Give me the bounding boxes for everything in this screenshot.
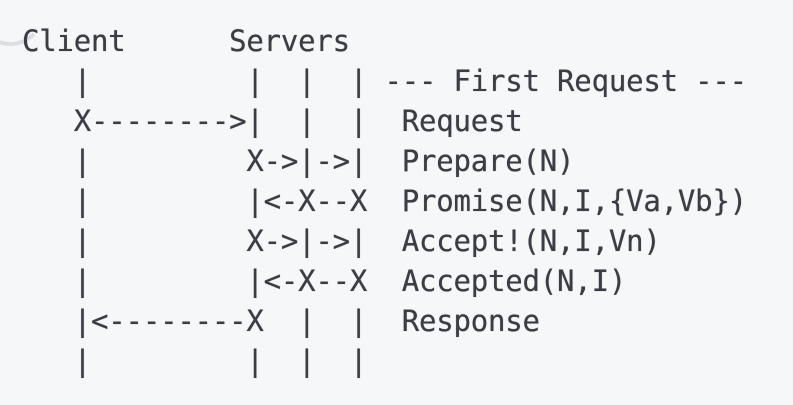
ascii-sequence-diagram: Client Servers | | | | --- First Request… (22, 21, 747, 381)
diagram-row-accepted: | |<-X--X Accepted(N,I) (22, 264, 627, 298)
diagram-row-first-request-phase: | | | | --- First Request --- (22, 64, 747, 98)
diagram-row-prepare: | X->|->| Prepare(N) (22, 144, 575, 178)
diagram-actors-header: Client Servers (22, 24, 350, 58)
diagram-row-lifelines-footer: | | | | (22, 344, 368, 378)
diagram-row-response: |<--------X | | Response (22, 304, 540, 338)
diagram-row-promise: | |<-X--X Promise(N,I,{Va,Vb}) (22, 184, 747, 218)
diagram-row-request: X-------->| | | Request (22, 104, 523, 138)
diagram-row-accept: | X->|->| Accept!(N,I,Vn) (22, 224, 661, 258)
